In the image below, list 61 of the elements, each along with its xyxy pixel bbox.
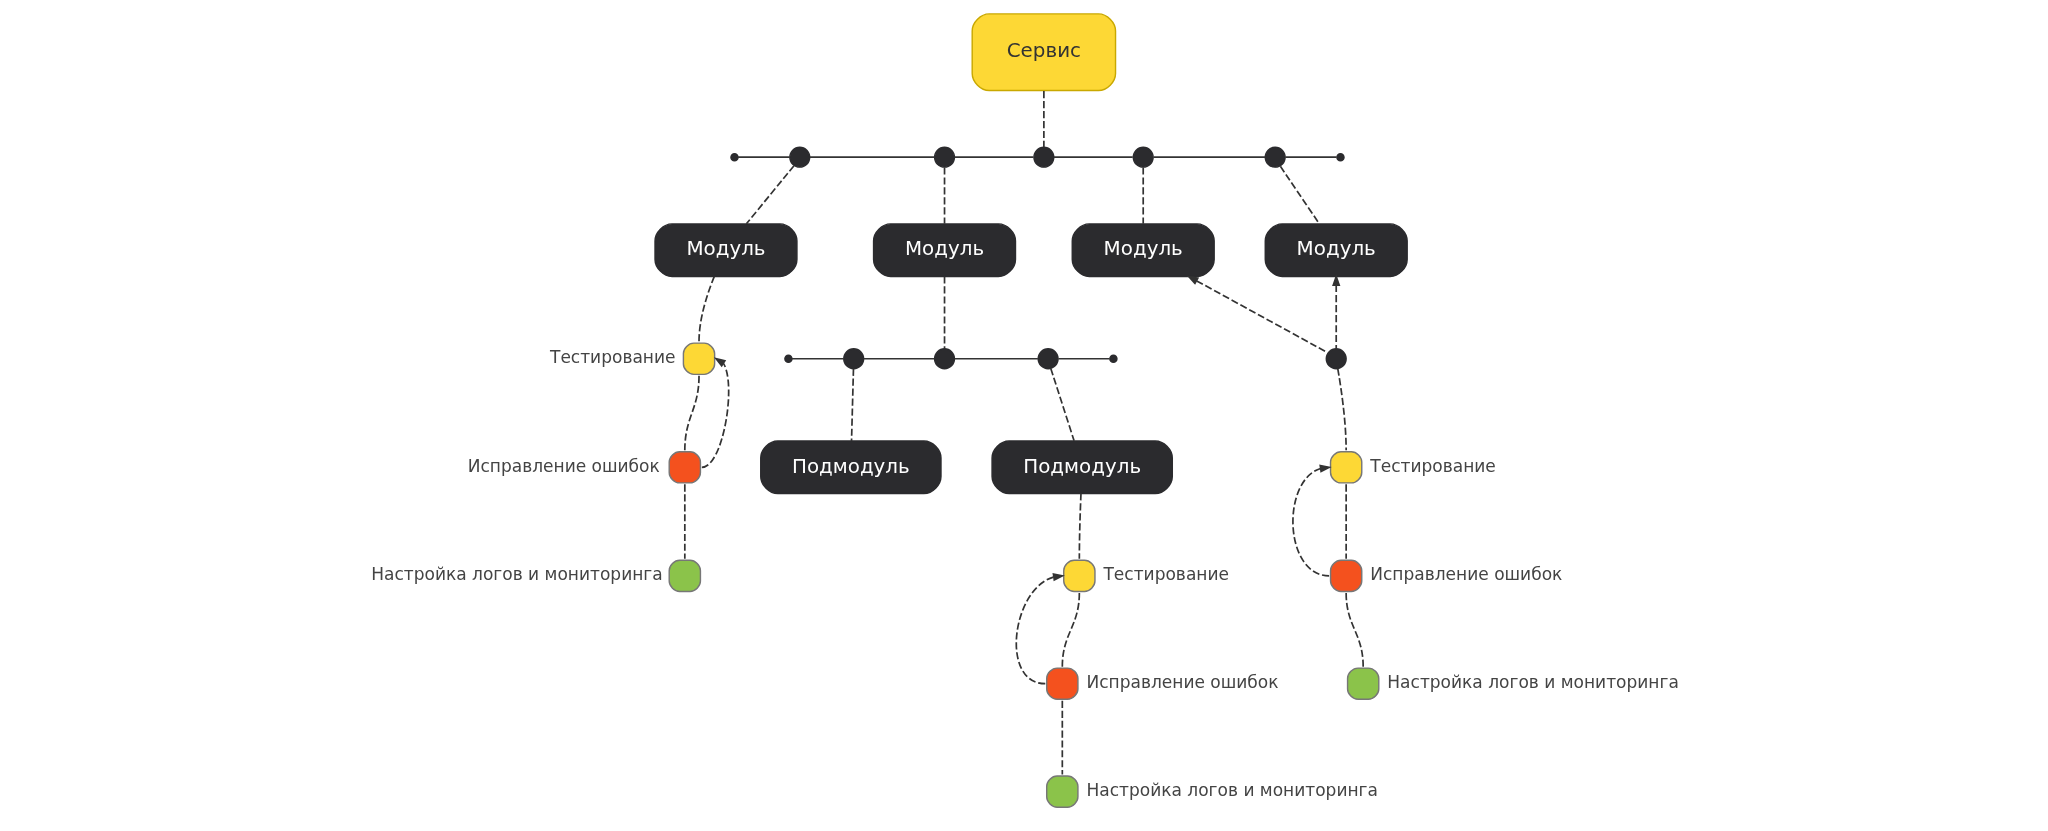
arrow [701,357,730,469]
node-circle [730,152,739,162]
node-box: Сервис [971,13,1117,92]
connector [1336,367,1347,452]
connector [1043,90,1045,148]
node-box: Подмодуль [760,440,942,495]
node-box: Модуль [654,223,798,278]
connector [943,166,946,225]
node-circle [843,348,865,370]
node-label: Настройка логов и мониторинга [1086,779,1378,800]
connector [683,374,700,452]
node-circle [1264,146,1286,168]
node-circle [1037,348,1059,370]
connector [850,367,855,442]
node-circle [784,354,793,363]
node-circle [933,348,956,370]
connector [1061,699,1064,776]
node-circle [1109,354,1118,363]
connector [1053,156,1134,159]
node-label: Исправление ошибок [467,455,660,476]
arrow [1292,464,1332,577]
node-label: Тестирование [1103,564,1229,585]
node-label: Тестирование [550,347,676,368]
node-label: Исправление ошибок [1370,564,1563,585]
node-circle [1336,152,1345,162]
connector [1345,592,1365,668]
arrow [1186,275,1329,354]
connector [809,156,936,159]
connector [1049,367,1075,442]
node-label: Тестирование [1370,455,1496,476]
node-circle [1132,146,1154,168]
node-circle [1325,348,1347,370]
connector [953,156,1035,159]
connector [943,275,946,350]
connector [683,483,686,560]
arrow [1015,573,1065,685]
connector [737,156,791,159]
connector [745,164,795,225]
node-circle [1033,146,1055,168]
connector [1345,483,1347,560]
connector [1279,165,1321,225]
connector [1284,156,1338,159]
connector [1142,166,1145,225]
connector [791,357,845,360]
arrow [1332,274,1341,350]
connector [862,357,936,360]
node-circle [789,146,811,168]
connector [953,357,1039,360]
connector [1078,492,1082,560]
node-box: Модуль [872,223,1017,278]
node-circle [933,146,956,168]
node-label: Настройка логов и мониторинга [371,564,663,585]
node-label: Исправление ошибок [1086,672,1279,693]
node-box: Модуль [1264,223,1408,278]
connector [1057,357,1111,360]
node-box: Подмодуль [991,440,1173,495]
connector [1061,592,1081,668]
connector [698,275,716,343]
node-box: Модуль [1071,223,1215,278]
node-label: Настройка логов и мониторинга [1387,672,1679,693]
connector [1152,156,1267,159]
